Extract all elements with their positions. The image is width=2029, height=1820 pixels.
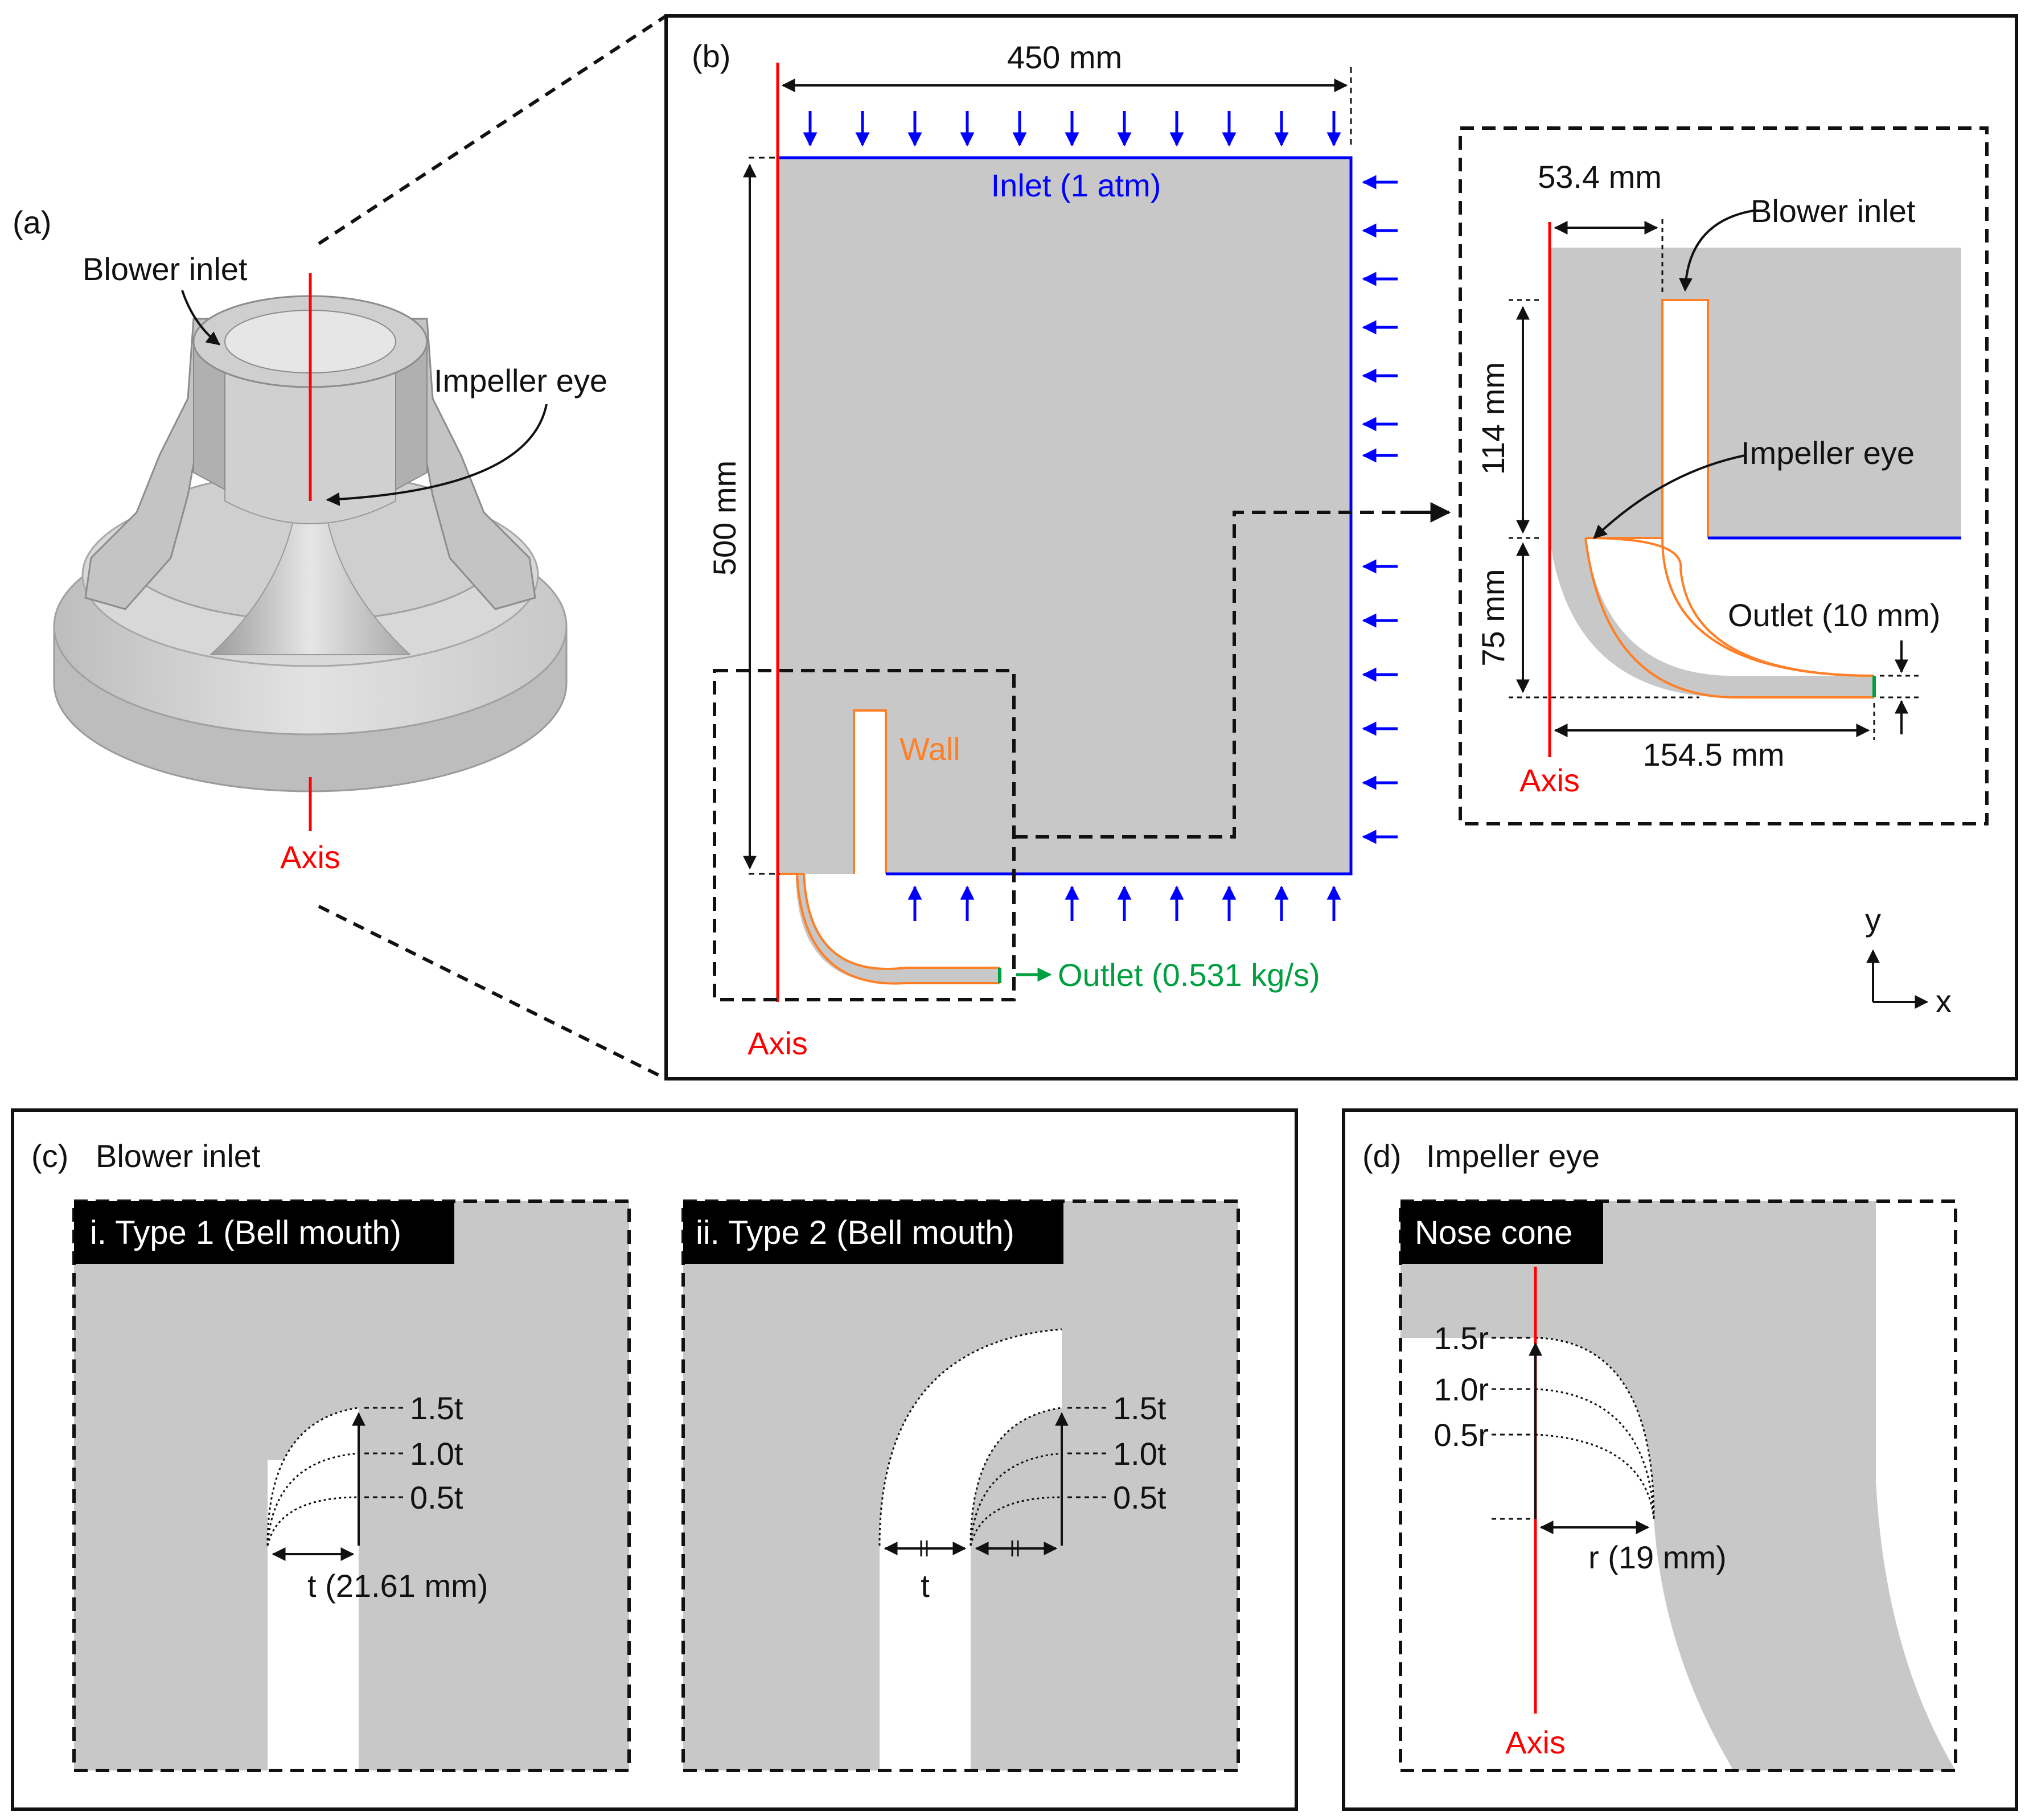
panel-c-label: (c) (31, 1138, 68, 1174)
type1-level-3: 0.5t (410, 1480, 463, 1515)
outlet-label: Outlet (0.531 kg/s) (1058, 957, 1320, 993)
type2-diagram: ii. Type 2 (Bell mouth) 1.5t 1.0t 0.5t t (681, 1199, 1240, 1772)
nose-level-3: 0.5r (1434, 1417, 1489, 1453)
impeller-eye-label: Impeller eye (434, 363, 607, 398)
axis-label-b: Axis (747, 1025, 808, 1061)
panel-c-frame (11, 1108, 1298, 1811)
zoom-connector (1014, 511, 1429, 839)
axis-label-d: Axis (1505, 1724, 1566, 1760)
zoom-line-top (318, 14, 667, 245)
type1-tag-text: i. Type 1 (Bell mouth) (90, 1214, 401, 1251)
wall-label: Wall (900, 731, 960, 767)
width-dim-label: 450 mm (1007, 39, 1122, 75)
type2-level-1: 1.5t (1113, 1390, 1167, 1426)
inset-detail: Axis 53.4 mm Blower inlet 114 mm 75 mm I… (1459, 126, 1989, 825)
wall-outer (796, 873, 1000, 985)
y-axis-label: y (1865, 902, 1881, 938)
height-dim-label: 500 mm (707, 461, 742, 576)
wall-inner (803, 873, 1000, 970)
panel-c: (c) Blower inlet i. Type 1 (Bell mouth) … (11, 1108, 1298, 1811)
top-inlet-arrows (803, 111, 1341, 147)
panel-d: (d) Impeller eye Nose cone 1.5r 1.0r 0.5… (1342, 1108, 2018, 1811)
panel-b: (b) Axis (664, 14, 2018, 1081)
type2-level-3: 0.5t (1113, 1480, 1167, 1515)
panel-b-frame (664, 14, 2018, 1081)
inset-passage (1550, 538, 1874, 698)
xy-axes-indicator: y x (1865, 902, 1952, 1019)
panel-d-frame (1342, 1108, 2018, 1811)
inlet-boundary (778, 156, 1353, 876)
inset-impeller-eye-label: Impeller eye (1741, 435, 1915, 471)
dim-53-label: 53.4 mm (1538, 159, 1662, 195)
panel-b-label: (b) (692, 38, 730, 74)
fluid-domain (778, 158, 1351, 874)
wall-inlet-pipe (853, 709, 887, 874)
dim-75-label: 75 mm (1475, 569, 1511, 666)
nose-level-1: 1.5r (1434, 1320, 1489, 1356)
type1-dim-label: t (21.61 mm) (307, 1568, 488, 1604)
type2-dim-label: t (921, 1568, 930, 1604)
blower-3d-model (53, 295, 568, 792)
type1-level-2: 1.0t (410, 1436, 463, 1472)
type1-diagram: i. Type 1 (Bell mouth) 1.5t 1.0t 0.5t t … (72, 1199, 631, 1772)
dim-114-label: 114 mm (1475, 362, 1511, 475)
outlet-passage (778, 874, 1000, 984)
impeller-eye-arrow (326, 404, 548, 506)
nose-level-2: 1.0r (1434, 1371, 1489, 1407)
right-inlet-arrows (1362, 175, 1398, 844)
panel-d-label: (d) (1362, 1138, 1401, 1174)
panel-c-title: Blower inlet (96, 1138, 261, 1174)
zoom-line-bottom (318, 905, 667, 1081)
blower-inlet-arrow (181, 290, 220, 346)
panel-d-title: Impeller eye (1426, 1138, 1600, 1174)
axis-label: Axis (280, 839, 340, 875)
inset-axis-label: Axis (1519, 762, 1580, 798)
inlet-label: Inlet (1 atm) (991, 167, 1161, 203)
panel-a: (a) Blower inlet Impeller eye (13, 14, 667, 1081)
type1-level-1: 1.5t (410, 1390, 463, 1426)
nose-cone-region (1400, 1201, 1956, 1770)
inset-domain (1550, 248, 1961, 538)
type2-tag-text: ii. Type 2 (Bell mouth) (696, 1214, 1015, 1251)
inset-frame (1459, 126, 1989, 825)
bottom-inlet-arrows (907, 885, 1341, 921)
inset-outlet-label: Outlet (10 mm) (1728, 597, 1940, 633)
panel-a-label: (a) (13, 204, 51, 240)
type2-tag (683, 1201, 1063, 1264)
nose-cone-tag-text: Nose cone (1415, 1214, 1572, 1251)
nose-cone-tag (1400, 1201, 1603, 1264)
type1-tag (74, 1201, 454, 1264)
inset-blower-inlet-label: Blower inlet (1751, 193, 1916, 229)
x-axis-label: x (1936, 983, 1952, 1019)
dim-154-label: 154.5 mm (1643, 737, 1785, 773)
nose-dim-label: r (19 mm) (1588, 1539, 1727, 1575)
blower-inlet-label: Blower inlet (83, 251, 248, 287)
type2-level-2: 1.0t (1113, 1436, 1167, 1472)
